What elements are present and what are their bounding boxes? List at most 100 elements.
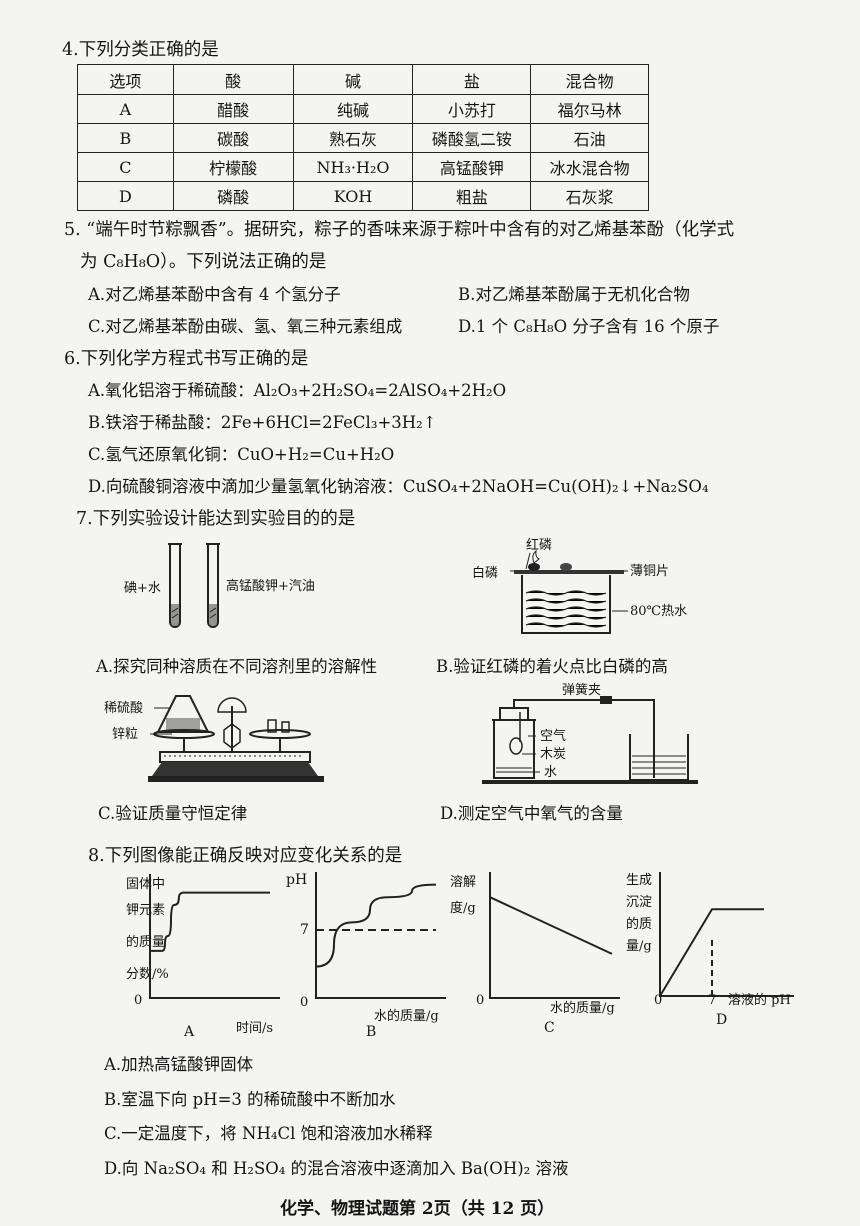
dilute-acid-label: 稀硫酸 (104, 701, 143, 716)
graph-c-origin: 0 (476, 993, 484, 1008)
q6-stem: 6.下列化学方程式书写正确的是 (64, 349, 309, 369)
q6-option-d: D.向硫酸铜溶液中滴加少量氢氧化钠溶液：CuSO₄+2NaOH=Cu(OH)₂↓… (88, 477, 709, 496)
table-cell: B (77, 123, 174, 153)
q5-option-c: C.对乙烯基苯酚由碳、氢、氧三种元素组成 (88, 317, 403, 336)
q7-option-c: C.验证质量守恒定律 (98, 804, 248, 823)
table-cell: 石油 (530, 123, 649, 153)
q8-option-a: A.加热高锰酸钾固体 (104, 1055, 254, 1074)
q6-option-a: A.氧化铝溶于稀硫酸：Al₂O₃+2H₂SO₄=2AlSO₄+2H₂O (88, 381, 507, 400)
q7-stem: 7.下列实验设计能达到实验目的的是 (76, 509, 356, 529)
spring-clip-label: 弹簧夹 (562, 682, 601, 698)
table-header-row: 选项 酸 碱 盐 混合物 (77, 64, 649, 95)
table-cell: 熟石灰 (292, 123, 414, 153)
graph-d-xtick: 7 (708, 993, 716, 1008)
white-phosphorus-label: 白磷 (472, 565, 498, 581)
table-cell: A (77, 94, 174, 124)
table-cell: KOH (292, 181, 414, 211)
graph-d: 生成 沉淀 的质 量/g 0 7 溶液的 pH D (626, 872, 794, 1028)
graph-a-curve (150, 891, 270, 952)
table-cell: C (77, 152, 174, 182)
page-footer: 化学、物理试题第 2页（共 12 页） (280, 1199, 555, 1219)
graph-d-ylabel-4: 量/g (626, 939, 652, 954)
graph-b-axes (315, 872, 446, 999)
copper-sheet-label: 薄铜片 (630, 564, 669, 579)
balance-figure: 稀硫酸 锌粒 (104, 695, 324, 782)
q7-option-d: D.测定空气中氧气的含量 (440, 804, 623, 823)
table-cell: 福尔马林 (530, 94, 649, 124)
red-phosphorus-label: 红磷 (526, 537, 552, 553)
classification-table: 选项 酸 碱 盐 混合物 A 醋酸 纯碱 小苏打 福尔马林 B 碳酸 熟石灰 磷… (77, 64, 649, 211)
graph-a-axes (149, 874, 280, 999)
table-cell: 磷酸 (172, 181, 294, 211)
graph-b: pH 0 7 水的质量/g B (286, 872, 446, 1040)
q5-stem-line1: 5. “端午时节粽飘香”。据研究，粽子的香味来源于粽叶中含有的对乙烯基苯酚（化学… (64, 220, 735, 240)
table-cell: 纯碱 (292, 94, 414, 124)
table-cell: 柠檬酸 (172, 152, 294, 182)
table-header: 混合物 (530, 64, 649, 95)
graph-d-caption: D (716, 1012, 727, 1028)
table-header: 盐 (412, 64, 532, 95)
graph-a-ylabel-2: 钾元素 (126, 903, 165, 918)
table-cell: NH₃·H₂O (292, 152, 414, 182)
graph-a-ylabel-1: 固体中 (126, 877, 165, 892)
graph-d-ylabel-1: 生成 (626, 873, 652, 888)
graph-b-ylabel: pH (286, 872, 307, 888)
graph-a-origin: 0 (134, 993, 142, 1008)
zinc-label: 锌粒 (112, 727, 138, 742)
q5-option-d: D.1 个 C₈H₈O 分子含有 16 个原子 (458, 317, 720, 336)
q5-option-a: A.对乙烯基苯酚中含有 4 个氢分子 (88, 285, 341, 304)
q8-option-d: D.向 Na₂SO₄ 和 H₂SO₄ 的混合溶液中逐滴加入 Ba(OH)₂ 溶液 (104, 1159, 569, 1178)
graph-c-caption: C (544, 1020, 555, 1036)
graph-c-curve (489, 896, 613, 955)
tube-right-label: 高锰酸钾+汽油 (226, 578, 315, 594)
table-header: 碱 (292, 64, 414, 95)
table-cell: 碳酸 (172, 123, 294, 153)
graph-a-ylabel-3: 的质量 (126, 934, 165, 950)
table-cell: 冰水混合物 (530, 152, 649, 182)
graph-c-ylabel-2: 度/g (450, 900, 476, 916)
table-row: A 醋酸 纯碱 小苏打 福尔马林 (77, 94, 649, 124)
hot-water-label: 80℃热水 (630, 604, 687, 619)
charcoal-label: 木炭 (540, 747, 566, 762)
graph-c-axes (489, 872, 620, 999)
tube-left-label: 碘+水 (124, 581, 161, 596)
q8-stem: 8.下列图像能正确反映对应变化关系的是 (88, 846, 403, 866)
q7-option-b: B.验证红磷的着火点比白磷的高 (436, 657, 668, 676)
q5-stem-line2: 为 C₈H₈O）。下列说法正确的是 (80, 252, 327, 272)
table-cell: 粗盐 (412, 181, 532, 211)
table-cell: D (77, 181, 174, 211)
table-cell: 石灰浆 (530, 181, 649, 211)
table-cell: 小苏打 (412, 94, 532, 124)
graph-a-xlabel: 时间/s (236, 1021, 273, 1036)
q5-option-b: B.对乙烯基苯酚属于无机化合物 (458, 285, 690, 304)
table-cell: 高锰酸钾 (412, 152, 532, 182)
graph-b-caption: B (366, 1024, 376, 1040)
table-cell: 醋酸 (172, 94, 294, 124)
graph-a-caption: A (183, 1024, 195, 1040)
graph-d-xlabel: 溶液的 pH (728, 992, 791, 1008)
graph-b-ytick: 7 (300, 922, 309, 938)
q8-option-c: C.一定温度下，将 NH₄Cl 饱和溶液加水稀释 (104, 1124, 433, 1143)
oxygen-apparatus-figure: 弹簧夹 空气 木炭 水 (482, 682, 698, 784)
q6-option-c: C.氢气还原氧化铜：CuO+H₂=Cu+H₂O (88, 445, 395, 464)
table-header: 选项 (77, 64, 174, 95)
graph-d-ylabel-3: 的质 (626, 916, 652, 932)
graph-b-curve (315, 883, 437, 968)
graph-d-origin: 0 (654, 993, 662, 1008)
table-header: 酸 (172, 64, 294, 95)
graph-c-ylabel-1: 溶解 (450, 875, 476, 890)
q4-stem: 4.下列分类正确的是 (62, 40, 219, 60)
graph-d-axes (659, 872, 794, 997)
graph-a-ylabel-4: 分数/% (126, 967, 169, 982)
table-row: B 碳酸 熟石灰 磷酸氢二铵 石油 (77, 123, 649, 153)
phosphorus-beaker-figure: 红磷 白磷 薄铜片 80℃热水 (472, 537, 687, 634)
air-label: 空气 (540, 728, 566, 744)
graph-b-origin: 0 (300, 995, 308, 1010)
table-row: D 磷酸 KOH 粗盐 石灰浆 (77, 181, 649, 211)
table-cell: 磷酸氢二铵 (412, 123, 532, 153)
graph-d-curve (659, 908, 764, 997)
graph-d-ylabel-2: 沉淀 (626, 895, 652, 910)
graph-c-xlabel: 水的质量/g (550, 1000, 615, 1016)
q7-option-a: A.探究同种溶质在不同溶剂里的溶解性 (96, 657, 378, 676)
graph-c: 溶解 度/g 0 水的质量/g C (450, 872, 620, 1036)
